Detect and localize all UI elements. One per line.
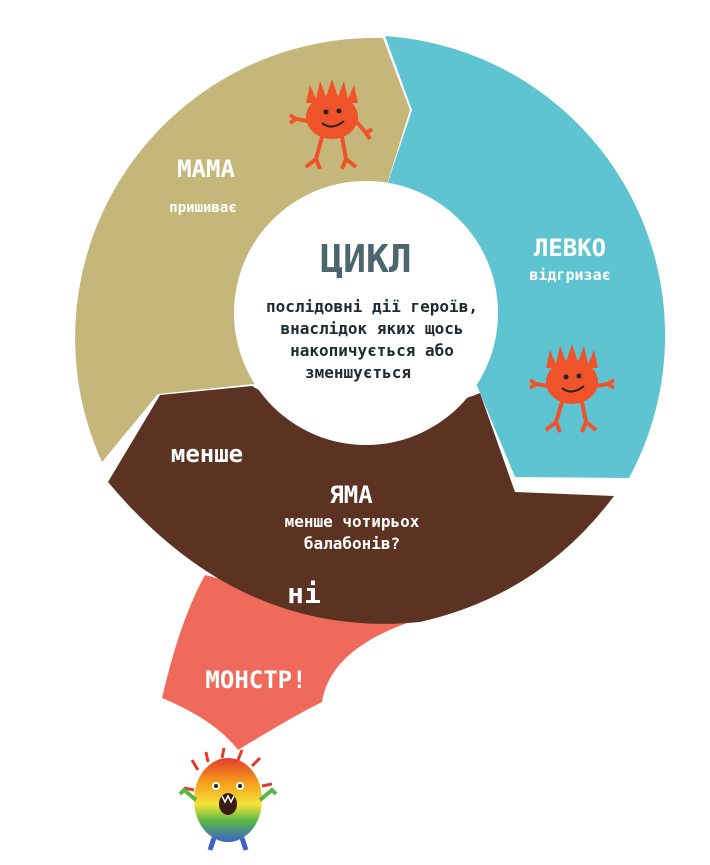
- creature-orange-icon: [528, 344, 616, 433]
- center-description-line: внаслідок яких щось: [280, 319, 463, 338]
- center-description-line: послідовні дії героїв,: [266, 297, 478, 316]
- center-circle: [234, 181, 498, 445]
- yama-segment: [108, 386, 614, 624]
- monster-title: МОНСТР!: [205, 666, 306, 694]
- mama-segment: [75, 37, 411, 463]
- mama-title: МАМА: [177, 155, 235, 183]
- yama-question-line: балабонів?: [304, 534, 400, 553]
- levko-action: відгризає: [529, 266, 610, 284]
- mama-action: пришиває: [169, 200, 236, 216]
- yama-less-label: менше: [171, 440, 243, 468]
- center-description-line: зменшується: [305, 363, 411, 382]
- yama-question-line: менше чотирьох: [285, 512, 420, 531]
- yama-answer: ні: [287, 577, 321, 610]
- center-description-line: накопичується або: [290, 341, 454, 360]
- center-title: ЦИКЛ: [320, 237, 412, 281]
- yama-title: ЯМА: [329, 481, 373, 509]
- levko-title: ЛЕВКО: [534, 234, 606, 262]
- monster-rainbow-icon: [178, 747, 278, 851]
- creature-orange-icon: [288, 79, 374, 170]
